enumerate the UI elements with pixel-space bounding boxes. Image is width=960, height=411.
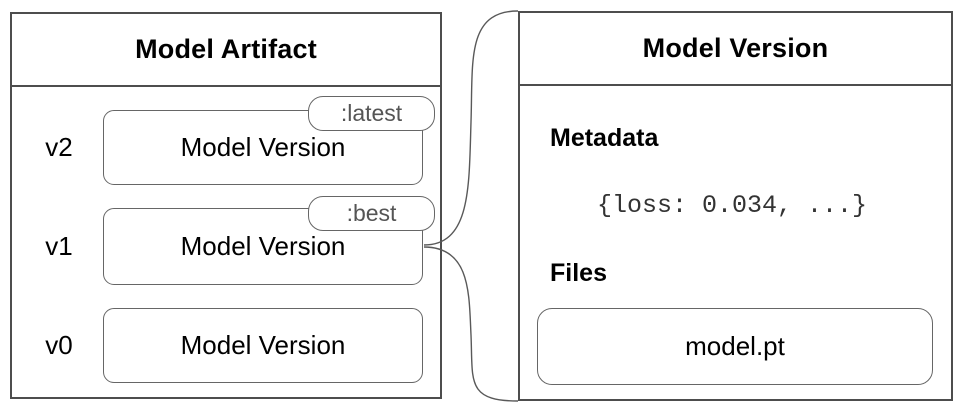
alias-tag-latest: :latest — [308, 96, 435, 131]
model-version-detail-panel-title: Model Version — [520, 13, 951, 86]
version-label-v2: v2 — [45, 132, 73, 162]
files-heading: Files — [550, 259, 607, 287]
alias-tag-best: :best — [308, 196, 435, 231]
file-box-model-pt: model.pt — [537, 308, 933, 385]
model-artifact-panel-title: Model Artifact — [12, 14, 440, 87]
version-label-v0: v0 — [45, 330, 73, 360]
metadata-value: {loss: 0.034, ...} — [597, 191, 868, 220]
metadata-heading: Metadata — [550, 124, 659, 152]
version-label-v1: v1 — [45, 231, 73, 261]
model-version-box-v0: Model Version — [103, 308, 423, 383]
